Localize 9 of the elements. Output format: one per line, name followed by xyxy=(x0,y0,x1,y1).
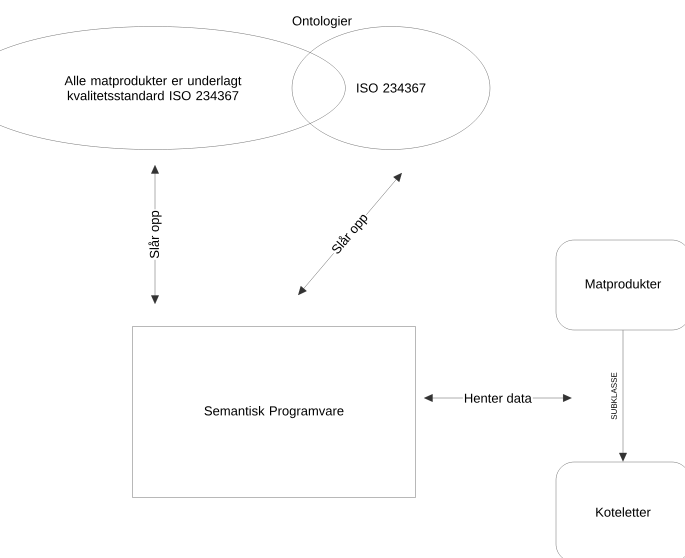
rounded-box: Matprodukter xyxy=(556,240,685,330)
edge-label: Slår opp xyxy=(328,210,372,258)
rounded-box: Koteletter xyxy=(556,462,685,558)
edge-label: Slår opp xyxy=(147,209,163,260)
edge-label: SUBKLASSE xyxy=(611,372,617,420)
heading: Ontologier xyxy=(292,16,352,28)
process-box: Semantisk Programvare xyxy=(132,326,416,498)
arrow xyxy=(619,330,627,462)
edge-label: Henter data xyxy=(462,392,533,404)
